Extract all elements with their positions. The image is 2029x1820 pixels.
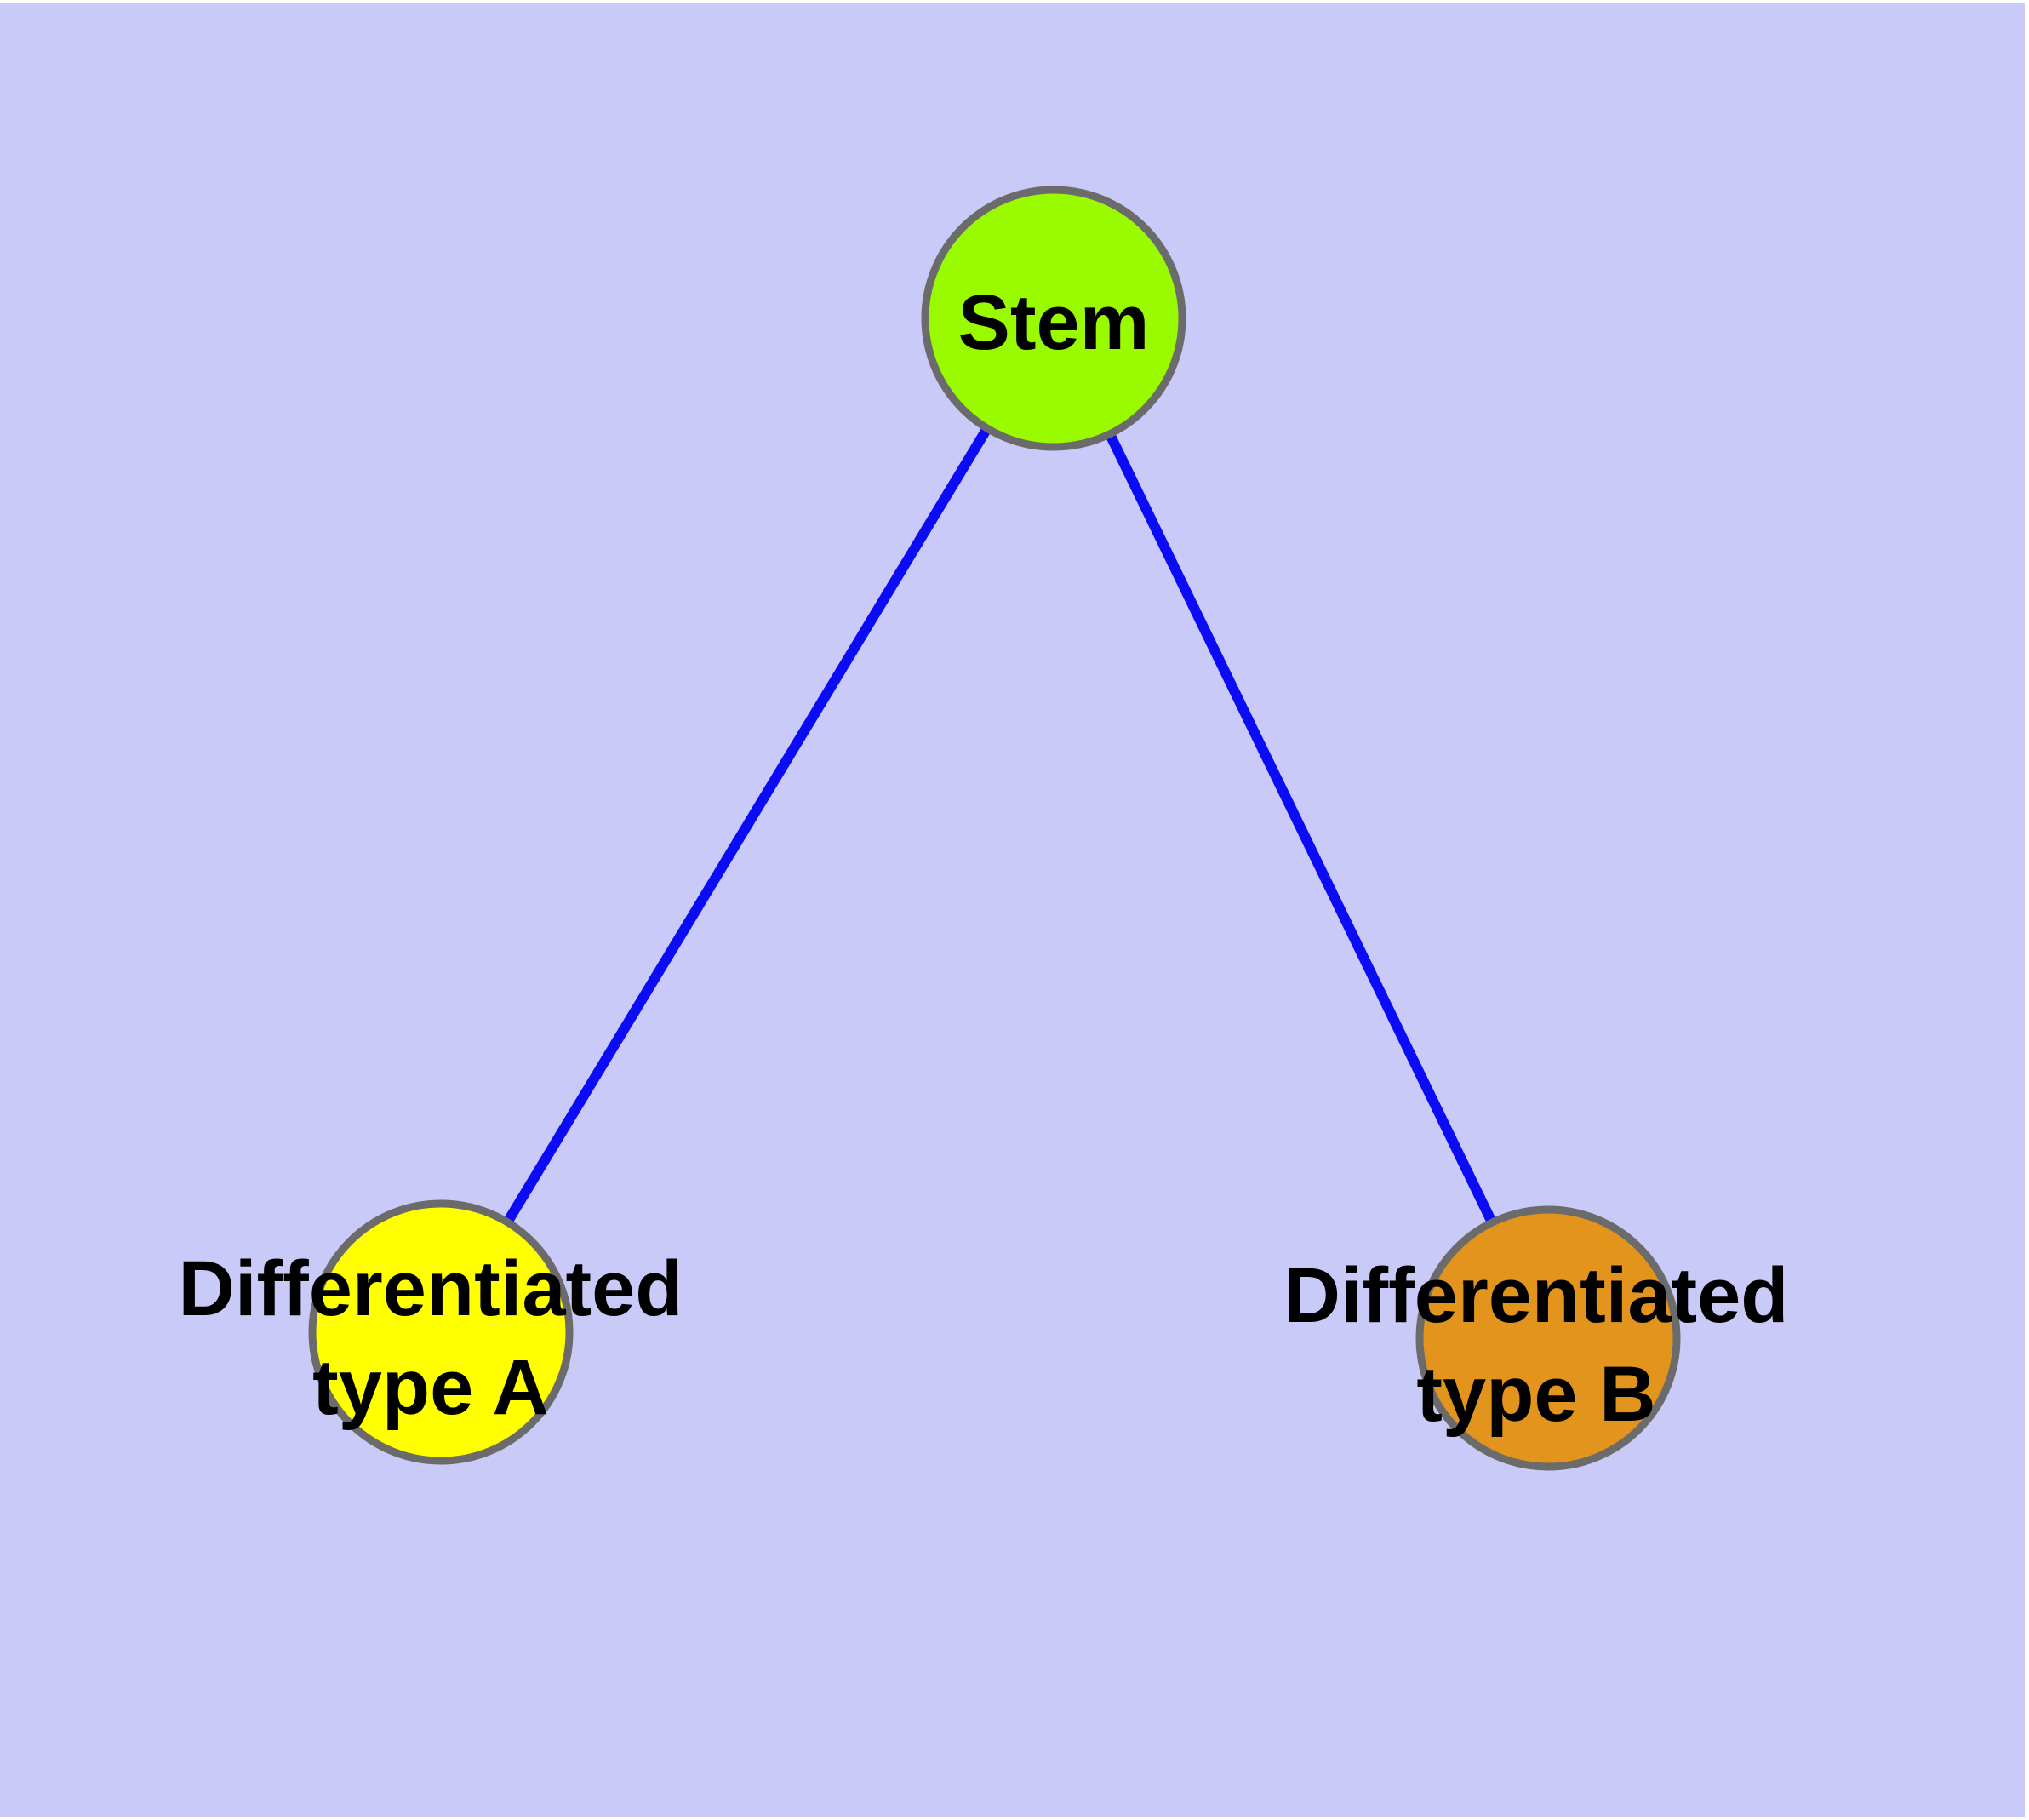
node-type-b-label-line-2: type B bbox=[1416, 1351, 1655, 1438]
node-type-b-label-line-1: Differentiated bbox=[1284, 1252, 1789, 1339]
node-type-a-label-line-1: Differentiated bbox=[179, 1245, 683, 1332]
node-differentiated-type-a bbox=[308, 1199, 574, 1465]
node-differentiated-type-b bbox=[1415, 1205, 1681, 1471]
node-type-a-label-line-2: type A bbox=[312, 1344, 549, 1431]
node-stem bbox=[921, 186, 1186, 451]
node-stem-label: Stem bbox=[958, 279, 1150, 366]
edge-stem-to-type-a bbox=[436, 315, 1059, 1336]
edge-stem-to-type-b bbox=[1049, 316, 1553, 1341]
